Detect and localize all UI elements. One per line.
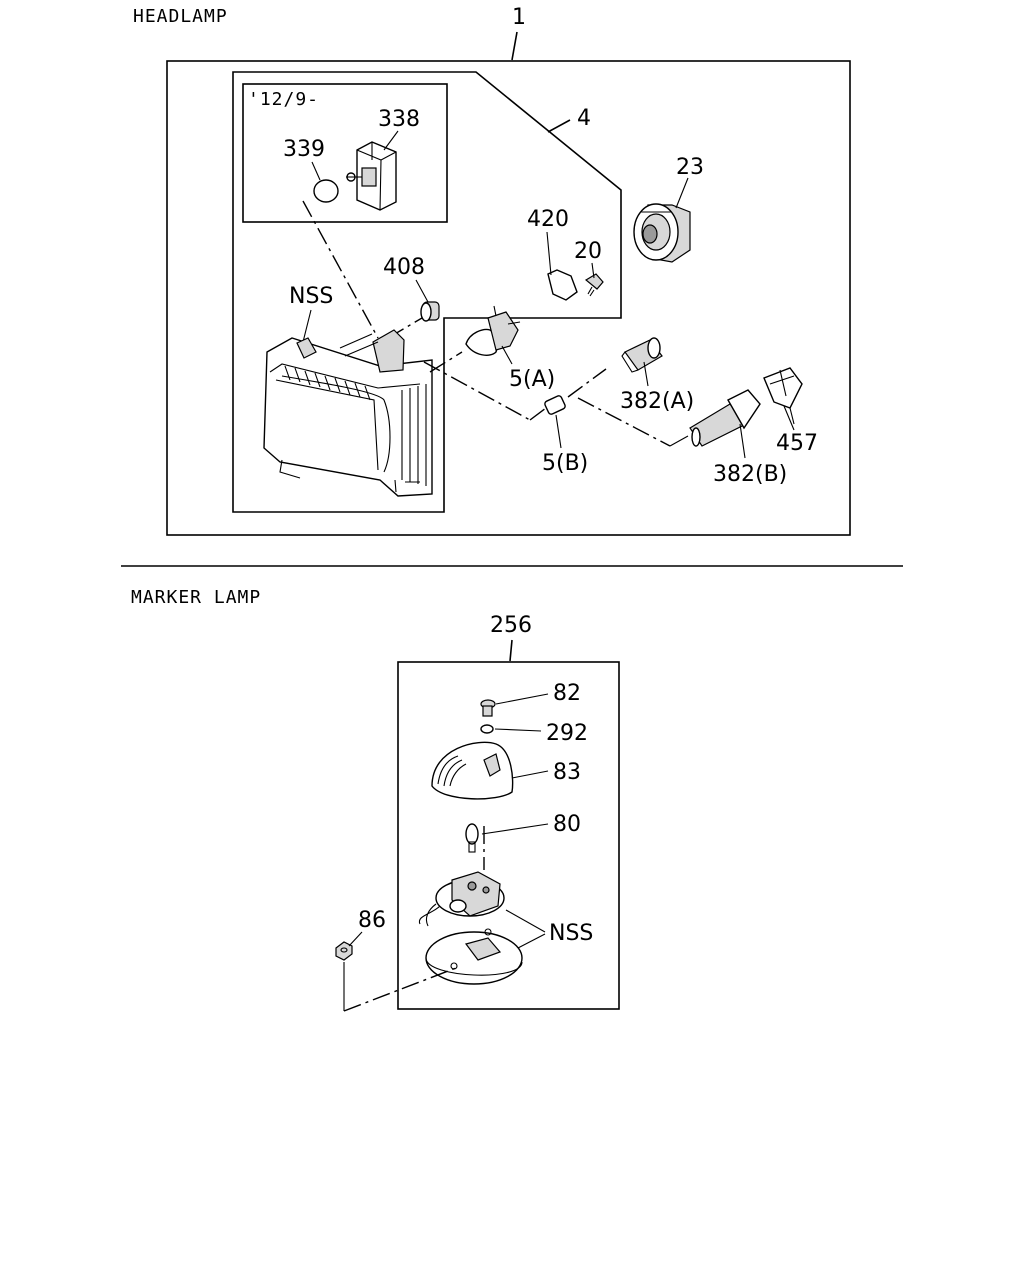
callout-292: 292 [546, 721, 588, 746]
callout-80: 80 [553, 812, 581, 837]
marker-socket-housing [418, 871, 505, 927]
part-82-screw [480, 699, 496, 717]
callout-382a: 382(A) [620, 389, 694, 414]
leader-nss-marker-1 [505, 909, 546, 933]
callout-339: 339 [283, 137, 325, 162]
headlamp-subassembly-frame [232, 71, 622, 513]
dash-339-to-lamp [302, 200, 379, 339]
callout-1: 1 [512, 5, 526, 30]
callout-20: 20 [574, 239, 602, 264]
dash-5b [529, 407, 547, 421]
callout-82: 82 [553, 681, 581, 706]
callout-nss-marker: NSS [549, 921, 593, 946]
dash-382b [577, 397, 671, 447]
leader-80 [481, 823, 549, 835]
date-note: '12/9- [248, 89, 319, 110]
callout-86: 86 [358, 908, 386, 933]
callout-nss-headlamp: NSS [289, 284, 333, 309]
leader-382b [739, 423, 746, 459]
leader-nss-marker-2 [517, 933, 546, 949]
callout-408: 408 [383, 255, 425, 280]
leader-338 [383, 130, 399, 151]
part-382a-socket [621, 337, 663, 373]
callout-23: 23 [676, 155, 704, 180]
leader-83 [511, 770, 549, 779]
leader-86 [348, 931, 363, 947]
dash-86-to-base [343, 967, 457, 1012]
part-292-washer [480, 724, 494, 734]
marker-section-title: MARKER LAMP [131, 587, 261, 608]
part-83-lens [431, 741, 514, 800]
marker-base-plate [425, 928, 523, 985]
callout-457: 457 [776, 431, 818, 456]
part-23-socket-cover [633, 203, 691, 263]
callout-4: 4 [577, 106, 591, 131]
callout-338: 338 [378, 107, 420, 132]
callout-256: 256 [490, 613, 532, 638]
callout-420: 420 [527, 207, 569, 232]
leader-20 [591, 262, 595, 279]
leader-339 [311, 161, 321, 181]
dash-5b-path [423, 361, 531, 421]
leader-23 [675, 177, 689, 209]
part-20-screw [584, 273, 604, 297]
part-420-clip [547, 269, 578, 301]
part-86-nut [335, 941, 353, 961]
part-338-leveling-motor [346, 141, 397, 211]
part-457-connector [763, 367, 803, 425]
dash-382a [567, 368, 607, 398]
callout-5a: 5(A) [509, 367, 555, 392]
leader-420 [546, 231, 552, 276]
leader-1 [511, 31, 518, 61]
leader-408 [415, 279, 429, 303]
headlamp-assembly-frame [166, 60, 851, 536]
part-382b-socket [689, 389, 761, 447]
part-339-o-ring [313, 179, 339, 203]
part-5b-bulb [544, 395, 566, 415]
leader-4 [547, 119, 571, 133]
callout-83: 83 [553, 760, 581, 785]
leader-382a [643, 361, 649, 387]
headlamp-unit-illustration [263, 329, 433, 497]
callout-382b: 382(B) [713, 462, 787, 487]
part-408-bushing [420, 301, 440, 322]
callout-5b: 5(B) [542, 451, 588, 476]
dash-5a [429, 351, 463, 373]
leader-5a [501, 345, 513, 365]
leader-292 [494, 728, 542, 732]
leader-5b [555, 414, 562, 449]
date-variant-box [242, 83, 448, 223]
leader-82 [495, 693, 549, 705]
leader-256 [509, 639, 513, 662]
headlamp-section-title: HEADLAMP [133, 6, 228, 27]
marker-assembly-frame [397, 661, 620, 1010]
part-80-bulb [465, 823, 479, 853]
leader-457 [783, 405, 795, 431]
part-5a-bulb [465, 305, 521, 356]
dash-382b-end [669, 435, 689, 447]
